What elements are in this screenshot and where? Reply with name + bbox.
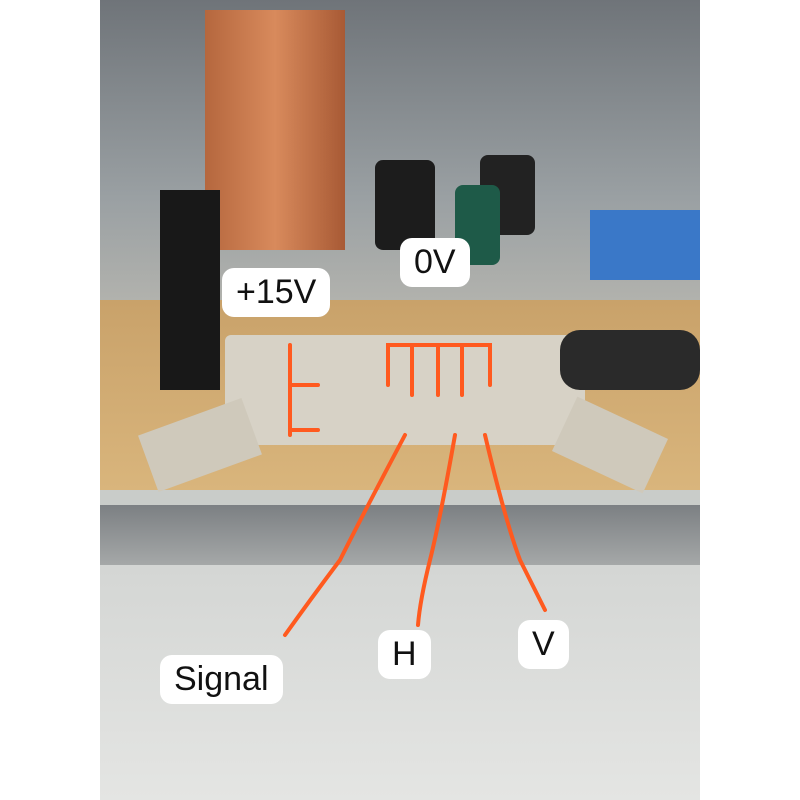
capacitor (375, 160, 435, 250)
h-line (416, 433, 457, 627)
zero-v-label: 0V (400, 238, 470, 288)
v-line (483, 433, 547, 612)
signal-label: Signal (160, 655, 283, 705)
zero-v-bracket (386, 343, 492, 397)
h-label: H (378, 630, 431, 680)
plus15v-line (288, 343, 320, 437)
wire-connector (160, 190, 220, 390)
plus15v-label: +15V (222, 268, 331, 318)
trimmer-pots (560, 330, 700, 390)
metal-plate (100, 505, 700, 565)
circuit-board-photo (100, 0, 700, 800)
signal-line (283, 433, 407, 637)
ribbon-header-connector (225, 335, 585, 445)
copper-heatsink (205, 10, 345, 250)
v-label: V (518, 620, 569, 670)
blue-components (590, 210, 700, 280)
